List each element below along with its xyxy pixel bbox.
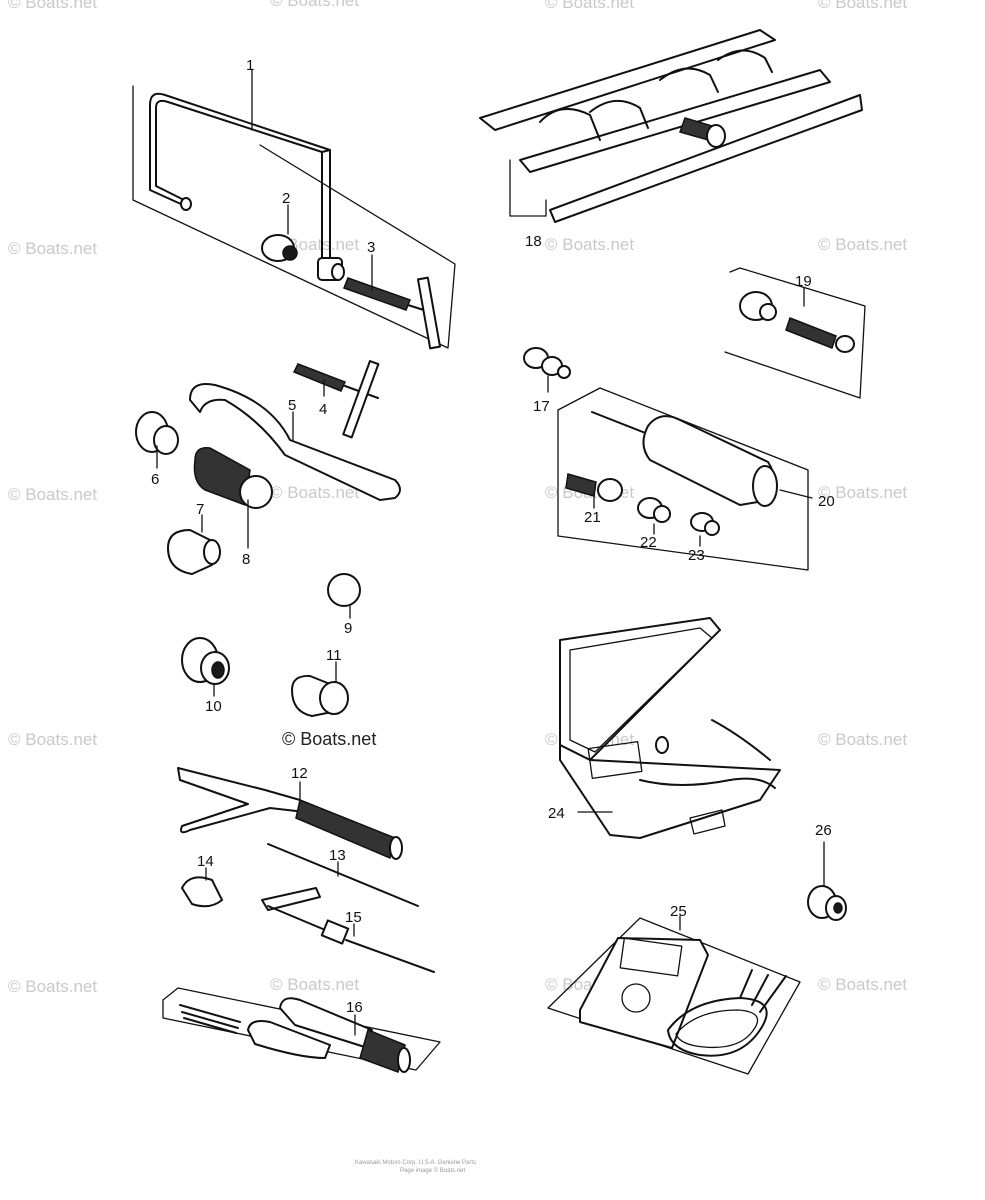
callout-11: 11 [326,647,342,664]
part-14-nozzle [181,867,223,908]
part-24-tester-case [559,617,781,839]
callout-4: 4 [319,401,327,418]
part-10-bearing-driver [181,637,230,697]
part-4-tbar [292,360,380,439]
part-8-knurled-puller [193,447,273,549]
watermark: © Boats.net [818,0,907,12]
part-2-nut [261,204,298,262]
watermark: © Boats.net [270,0,359,10]
watermark: © Boats.net [8,485,97,504]
callout-2: 2 [282,190,290,207]
callout-19: 19 [795,273,812,290]
callout-21: 21 [584,509,601,526]
callout-25: 25 [670,903,687,920]
callout-8: 8 [242,551,250,568]
callout-15: 15 [345,909,362,926]
watermark: © Boats.net [818,483,907,502]
callout-1: 1 [246,57,254,74]
footer-line-1: Kawasaki Motors Corp. U.S.A. Genuine Par… [355,1160,476,1166]
watermark: © Boats.net [818,730,907,749]
callout-labels: 1 2 3 4 5 6 7 8 9 10 11 12 13 14 15 16 1… [151,57,835,1016]
part-23-adapter [690,512,720,547]
part-17-fitting [523,347,571,393]
part-15-driver [261,887,435,973]
watermark-center: © Boats.net [282,729,376,749]
callout-12: 12 [291,765,308,782]
callout-10: 10 [205,698,222,715]
footer-line-2: Page image © Boats.net [400,1167,465,1174]
callout-22: 22 [640,534,657,551]
watermark: © Boats.net [270,975,359,994]
part-7-plug [167,514,221,575]
callout-16: 16 [346,999,363,1016]
watermark: © Boats.net [270,483,359,502]
part-18-frame [479,29,863,223]
part-20-tester [557,387,813,571]
watermark: © Boats.net [545,235,634,254]
watermark: © Boats.net [8,730,97,749]
callout-26: 26 [815,822,832,839]
part-16-screwdriver-set [162,987,441,1073]
part-12-pliers [177,767,403,860]
part-26-nut [807,841,847,921]
part-6-adapter [135,411,179,469]
callout-6: 6 [151,471,159,488]
part-3-screw [343,254,442,350]
callout-24: 24 [548,805,565,822]
part-13-pin [267,843,419,907]
part-1-tool-frame [132,85,456,349]
callout-13: 13 [329,847,346,864]
part-11-sleeve [291,661,349,717]
part-21-adapter [565,473,623,509]
watermark: © Boats.net [545,0,634,12]
watermark: © Boats.net [818,235,907,254]
part-22-adapter [637,497,671,535]
watermark: © Boats.net [8,239,97,258]
callout-3: 3 [367,239,375,256]
part-5-hook-spanner [189,383,401,501]
callout-9: 9 [344,620,352,637]
callout-18: 18 [525,233,542,250]
part-25-multimeter [547,915,801,1075]
callout-5: 5 [288,397,296,414]
part-9-cap [327,573,361,619]
watermark: © Boats.net [8,977,97,996]
callout-17: 17 [533,398,550,415]
callout-23: 23 [688,547,705,564]
callout-20: 20 [818,493,835,510]
callout-14: 14 [197,853,214,870]
callout-7: 7 [196,501,204,518]
part-19-bolt-spacer [724,267,866,399]
watermark: © Boats.net [8,0,97,12]
watermark: © Boats.net [818,975,907,994]
